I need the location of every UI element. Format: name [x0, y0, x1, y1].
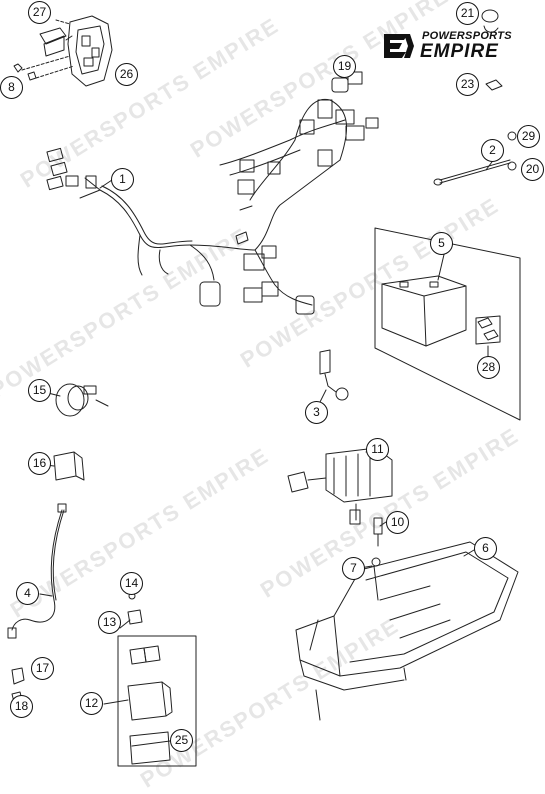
brand-line1: POWERSPORTS	[422, 30, 512, 42]
callout-14: 14	[120, 572, 143, 595]
callout-29: 29	[517, 125, 540, 148]
callout-20: 20	[521, 158, 544, 181]
callout-13: 13	[98, 611, 121, 634]
callout-8: 8	[0, 76, 23, 99]
brand-line2: EMPIRE	[420, 41, 499, 62]
callout-11: 11	[366, 438, 389, 461]
battery-panel	[374, 227, 521, 421]
small-parts	[481, 9, 503, 91]
callout-23: 23	[456, 73, 479, 96]
callout-21: 21	[456, 2, 479, 25]
fuse-box-assembly	[13, 15, 113, 87]
part-10	[373, 517, 383, 547]
callout-12: 12	[80, 692, 103, 715]
sensor-cable	[433, 131, 517, 186]
relay-16	[53, 451, 85, 481]
brand-mark-icon	[384, 34, 414, 58]
callout-27: 27	[28, 1, 51, 24]
sensor-3	[319, 349, 349, 401]
callout-5: 5	[430, 232, 453, 255]
callout-15: 15	[28, 379, 51, 402]
callout-26: 26	[115, 63, 138, 86]
line-art	[7, 9, 521, 767]
parts-13-14	[127, 592, 143, 625]
callout-6: 6	[474, 537, 497, 560]
brand-logo: POWERSPORTS EMPIRE	[380, 26, 530, 66]
battery-tray	[295, 541, 519, 721]
callout-18: 18	[10, 695, 33, 718]
condenser-15	[55, 383, 109, 417]
callout-7: 7	[342, 557, 365, 580]
callout-16: 16	[28, 452, 51, 475]
callout-19: 19	[333, 55, 356, 78]
callout-25: 25	[170, 729, 193, 752]
callout-17: 17	[31, 657, 54, 680]
callout-2: 2	[481, 139, 504, 162]
relay-box-12	[117, 635, 197, 767]
callout-3: 3	[305, 401, 328, 424]
callout-1: 1	[111, 168, 134, 191]
cable-4	[7, 503, 67, 639]
callout-28: 28	[477, 356, 500, 379]
wiring-harness	[46, 71, 379, 315]
callout-4: 4	[16, 582, 39, 605]
callout-10: 10	[386, 511, 409, 534]
